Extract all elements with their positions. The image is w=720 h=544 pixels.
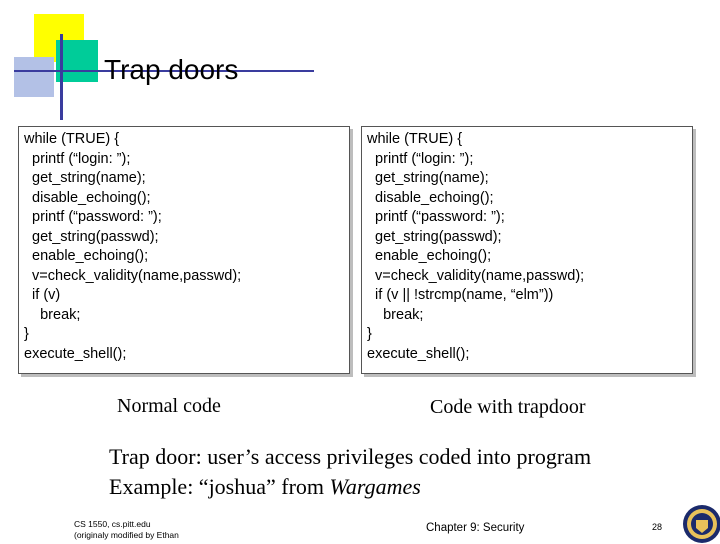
normal-code-line: if (v) <box>24 287 61 303</box>
normal-code-line: } <box>24 326 29 342</box>
normal-code-line: get_string(passwd); <box>24 228 159 245</box>
normal-code-line: printf (“password: ”); <box>24 209 162 225</box>
normal-code-line: printf (“login: ”); <box>24 150 131 167</box>
trapdoor-code-line: enable_echoing(); <box>367 248 492 264</box>
trapdoor-code-line: } <box>367 326 372 342</box>
normal-code-lines: while (TRUE) { printf (“login: ”); get_s… <box>24 130 241 364</box>
slide-title: Trap doors <box>104 54 239 85</box>
footer-course: CS 1550, cs.pitt.edu <box>74 519 151 529</box>
trapdoor-code-line: get_string(passwd); <box>367 228 502 245</box>
example-prefix: Example: “joshua” from <box>109 474 330 499</box>
trapdoor-definition: Trap door: user’s access privileges code… <box>109 444 592 469</box>
trapdoor-code-line: break; <box>367 306 424 323</box>
trapdoor-code-line: printf (“login: ”); <box>367 150 474 167</box>
footer-credit: (originaly modified by Ethan <box>74 530 179 540</box>
trapdoor-code-line: get_string(name); <box>367 170 489 186</box>
decor-green-square <box>56 40 98 82</box>
normal-code-line: execute_shell(); <box>24 345 127 362</box>
trapdoor-code-caption: Code with trapdoor <box>430 396 586 418</box>
normal-code-line: while (TRUE) { <box>24 131 120 147</box>
university-seal-icon <box>683 505 720 543</box>
trapdoor-example: Example: “joshua” from Wargames <box>109 474 421 500</box>
footer-chapter: Chapter 9: Security <box>426 522 525 534</box>
trapdoor-code-line: while (TRUE) { <box>367 131 463 147</box>
decor-horizontal-line <box>14 70 314 72</box>
decor-blue-square <box>14 57 54 97</box>
trapdoor-code-line: execute_shell(); <box>367 345 470 362</box>
trapdoor-code-lines: while (TRUE) { printf (“login: ”); get_s… <box>367 130 584 364</box>
trapdoor-code-line: printf (“password: ”); <box>367 209 505 225</box>
decor-vertical-line <box>60 34 63 120</box>
normal-code-line: v=check_validity(name,passwd); <box>24 267 242 284</box>
trapdoor-code-line: if (v || !strcmp(name, “elm”)) <box>367 287 554 303</box>
normal-code-box: while (TRUE) { printf (“login: ”); get_s… <box>18 126 350 374</box>
normal-code-caption: Normal code <box>117 395 221 417</box>
normal-code-line: disable_echoing(); <box>24 189 151 206</box>
page-number: 28 <box>652 522 663 532</box>
trapdoor-code-box: while (TRUE) { printf (“login: ”); get_s… <box>361 126 693 374</box>
normal-code-line: get_string(name); <box>24 170 146 186</box>
normal-code-line: enable_echoing(); <box>24 248 149 264</box>
footer-course-info: CS 1550, cs.pitt.edu (originaly modified… <box>74 519 179 541</box>
trapdoor-code-line: v=check_validity(name,passwd); <box>367 267 585 284</box>
example-movie-title: Wargames <box>329 474 421 499</box>
trapdoor-code-line: disable_echoing(); <box>367 189 494 206</box>
normal-code-line: break; <box>24 306 81 323</box>
